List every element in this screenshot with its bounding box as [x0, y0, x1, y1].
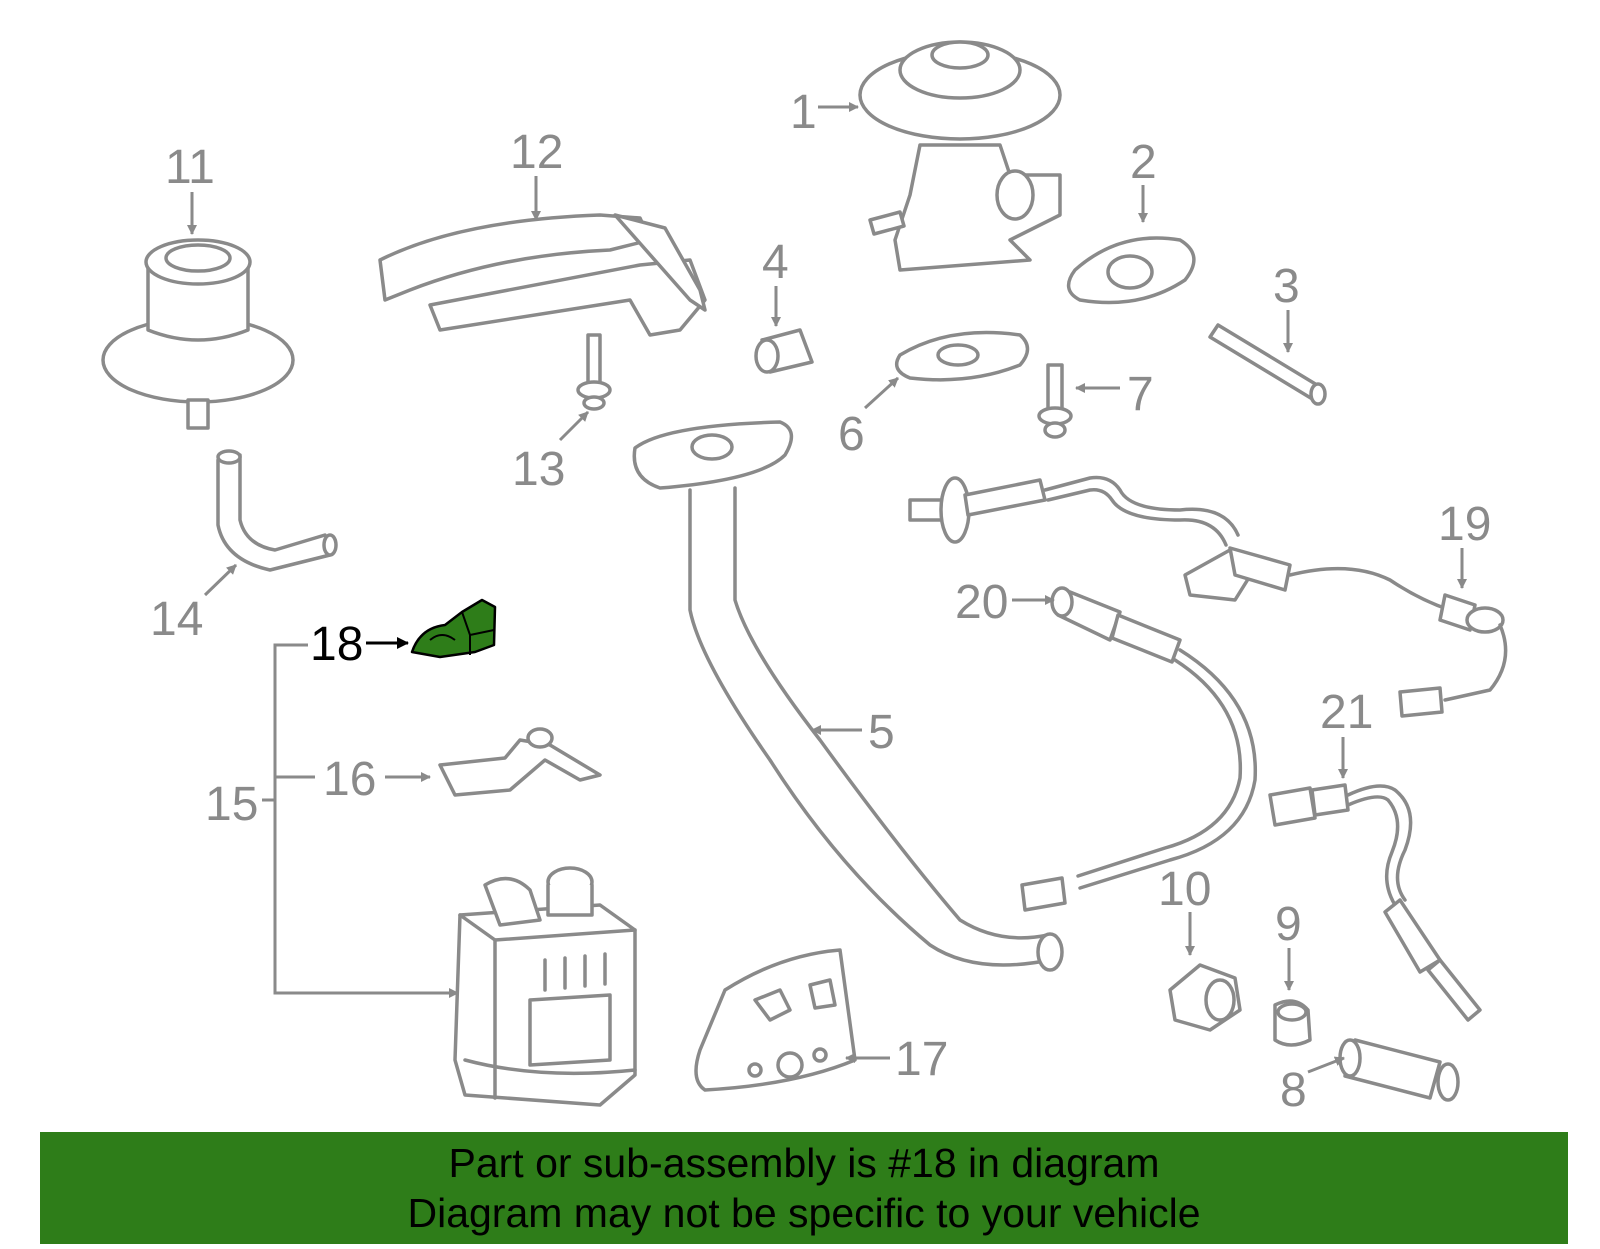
callout-9: 9: [1275, 898, 1302, 951]
callout-2: 2: [1130, 136, 1157, 189]
info-banner: Part or sub-assembly is #18 in diagram D…: [40, 1132, 1568, 1244]
callout-5: 5: [868, 706, 895, 759]
part-15-canister: [453, 866, 637, 1107]
part-14-hose: [216, 449, 338, 572]
callout-10: 10: [1158, 863, 1211, 916]
callout-15: 15: [205, 778, 258, 831]
callout-7: 7: [1127, 368, 1154, 421]
part-20-oxygen-sensor: [1020, 586, 1258, 912]
leader-14: [203, 563, 238, 597]
part-5-egr-pipe: [632, 420, 1064, 972]
part-17-plate: [694, 948, 857, 1092]
part-21-oxygen-sensor: [1268, 783, 1482, 1022]
callout-4: 4: [762, 236, 789, 289]
callout-19: 19: [1438, 498, 1491, 551]
banner-line-2: Diagram may not be specific to your vehi…: [407, 1190, 1201, 1236]
part-12-bracket: [378, 213, 707, 337]
part-1-egr-valve: [858, 40, 1062, 272]
callout-8: 8: [1280, 1064, 1307, 1117]
callout-14: 14: [150, 593, 203, 646]
callout-6: 6: [838, 408, 865, 461]
part-11-vacuum-modulator: [101, 238, 295, 430]
part-6-gasket: [894, 330, 1030, 382]
leader-8: [1307, 1056, 1345, 1074]
callout-11: 11: [165, 141, 215, 194]
part-9-nut: [1273, 999, 1312, 1047]
part-19-oxygen-sensor: [908, 475, 1508, 718]
part-13-bolt: [576, 333, 612, 411]
part-10-hex-nut: [1168, 963, 1242, 1032]
part-4-sleeve: [754, 328, 814, 374]
callout-16: 16: [323, 753, 376, 806]
callout-17: 17: [895, 1033, 948, 1086]
callout-1: 1: [790, 86, 817, 139]
leader-6: [863, 376, 900, 410]
callout-21: 21: [1320, 686, 1373, 739]
exploded-parts-diagram: 1 2 3 4 5: [101, 40, 1508, 1117]
banner-line-1: Part or sub-assembly is #18 in diagram: [448, 1140, 1160, 1186]
callout-12: 12: [510, 126, 563, 179]
part-7-bolt: [1037, 363, 1073, 439]
assembly-15-bracket: [273, 643, 459, 998]
part-3-stud: [1208, 323, 1327, 406]
part-18-highlighted: [410, 598, 497, 659]
callout-20: 20: [955, 576, 1008, 629]
callout-18: 18: [310, 618, 363, 671]
callout-3: 3: [1273, 260, 1300, 313]
part-2-gasket: [1066, 236, 1196, 305]
part-8-sensor-plug: [1338, 1038, 1460, 1102]
part-16-bracket-plate: [438, 727, 602, 797]
leader-13: [558, 410, 590, 442]
callout-13: 13: [512, 443, 565, 496]
